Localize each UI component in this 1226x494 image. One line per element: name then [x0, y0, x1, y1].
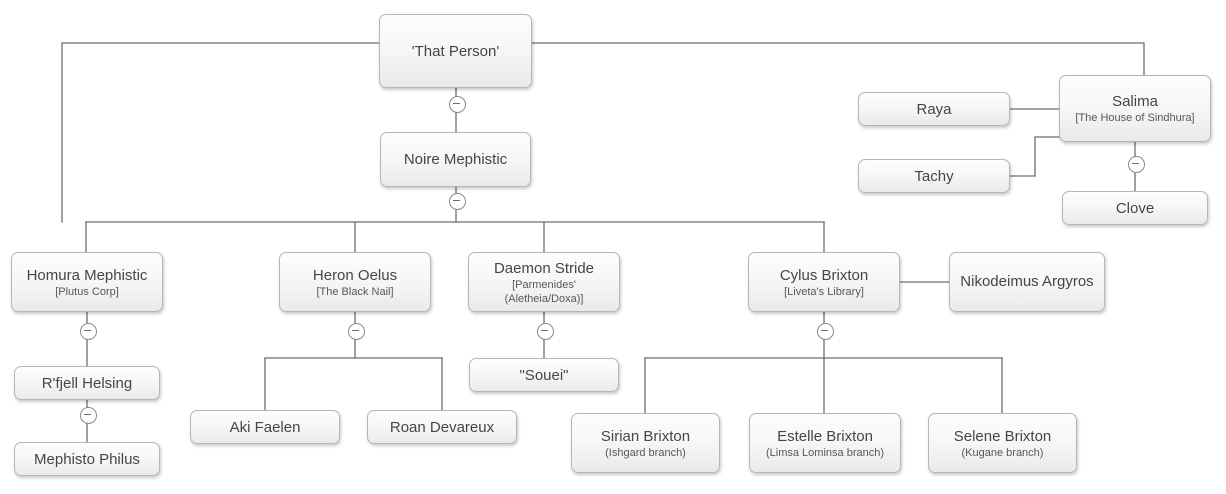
node-title: Aki Faelen — [229, 418, 301, 436]
node-nikodeimus-argyros[interactable]: Nikodeimus Argyros — [949, 252, 1105, 312]
node-mephisto-philus[interactable]: Mephisto Philus — [14, 442, 160, 476]
node-title: Selene Brixton — [953, 427, 1052, 445]
edge-that-person-right — [531, 42, 1145, 76]
node-title: Raya — [916, 100, 952, 118]
node-heron-oelus[interactable]: Heron Oelus [The Black Nail] — [279, 252, 431, 312]
node-aki-faelen[interactable]: Aki Faelen — [190, 410, 340, 444]
node-title: Roan Devareux — [389, 418, 495, 436]
node-title: R'fjell Helsing — [41, 374, 133, 392]
node-subtitle: [Plutus Corp] — [55, 285, 119, 298]
node-subtitle: (Ishgard branch) — [605, 446, 686, 459]
node-cylus-brixton[interactable]: Cylus Brixton [Liveta's Library] — [748, 252, 900, 312]
minus-circle-icon-salima[interactable] — [1127, 155, 1145, 173]
node-that-person[interactable]: 'That Person' — [379, 14, 532, 88]
minus-circle-icon-daemon[interactable] — [536, 322, 554, 340]
node-title: Tachy — [914, 167, 954, 185]
node-roan-devareux[interactable]: Roan Devareux — [367, 410, 517, 444]
minus-circle-icon-noire[interactable] — [448, 192, 466, 210]
node-subtitle: [Liveta's Library] — [784, 285, 864, 298]
node-homura-mephistic[interactable]: Homura Mephistic [Plutus Corp] — [11, 252, 163, 312]
node-raya[interactable]: Raya — [858, 92, 1010, 126]
node-subtitle: (Limsa Lominsa branch) — [766, 446, 884, 459]
node-title: Sirian Brixton — [600, 427, 691, 445]
node-estelle-brixton[interactable]: Estelle Brixton (Limsa Lominsa branch) — [749, 413, 901, 473]
node-sirian-brixton[interactable]: Sirian Brixton (Ishgard branch) — [571, 413, 720, 473]
node-title: Estelle Brixton — [777, 427, 873, 445]
minus-circle-icon-heron[interactable] — [347, 322, 365, 340]
node-subtitle: [The House of Sindhura] — [1075, 112, 1195, 124]
node-daemon-stride[interactable]: Daemon Stride [Parmenides' (Aletheia/Dox… — [468, 252, 620, 312]
node-title: Homura Mephistic — [26, 266, 148, 284]
node-subtitle-line2: (Aletheia/Doxa)] — [504, 292, 584, 305]
node-noire-mephistic[interactable]: Noire Mephistic — [380, 132, 531, 187]
node-title: Salima — [1112, 93, 1158, 110]
node-title: Clove — [1115, 199, 1155, 217]
minus-circle-icon-rfjell[interactable] — [79, 406, 97, 424]
node-title: Daemon Stride — [493, 259, 595, 277]
node-title: Cylus Brixton — [779, 266, 869, 284]
node-title: "Souei" — [519, 366, 569, 384]
node-subtitle: [The Black Nail] — [316, 285, 394, 298]
node-rfjell-helsing[interactable]: R'fjell Helsing — [14, 366, 160, 400]
node-title: 'That Person' — [411, 42, 500, 60]
edge-tachy-salima — [1009, 136, 1060, 177]
node-title: Mephisto Philus — [34, 450, 140, 468]
minus-circle-icon-that-person[interactable] — [448, 95, 466, 113]
node-salima[interactable]: Salima [The House of Sindhura] — [1059, 75, 1211, 142]
edge-that-person-left — [61, 42, 380, 223]
node-selene-brixton[interactable]: Selene Brixton (Kugane branch) — [928, 413, 1077, 473]
node-title: Heron Oelus — [312, 266, 398, 284]
node-title: Noire Mephistic — [403, 151, 508, 168]
node-subtitle: (Kugane branch) — [961, 446, 1044, 459]
node-tachy[interactable]: Tachy — [858, 159, 1010, 193]
node-title: Nikodeimus Argyros — [960, 273, 1094, 290]
node-subtitle: [Parmenides' — [512, 278, 576, 291]
node-clove[interactable]: Clove — [1062, 191, 1208, 225]
node-souei[interactable]: "Souei" — [469, 358, 619, 392]
minus-circle-icon-cylus[interactable] — [816, 322, 834, 340]
minus-circle-icon-homura[interactable] — [79, 322, 97, 340]
